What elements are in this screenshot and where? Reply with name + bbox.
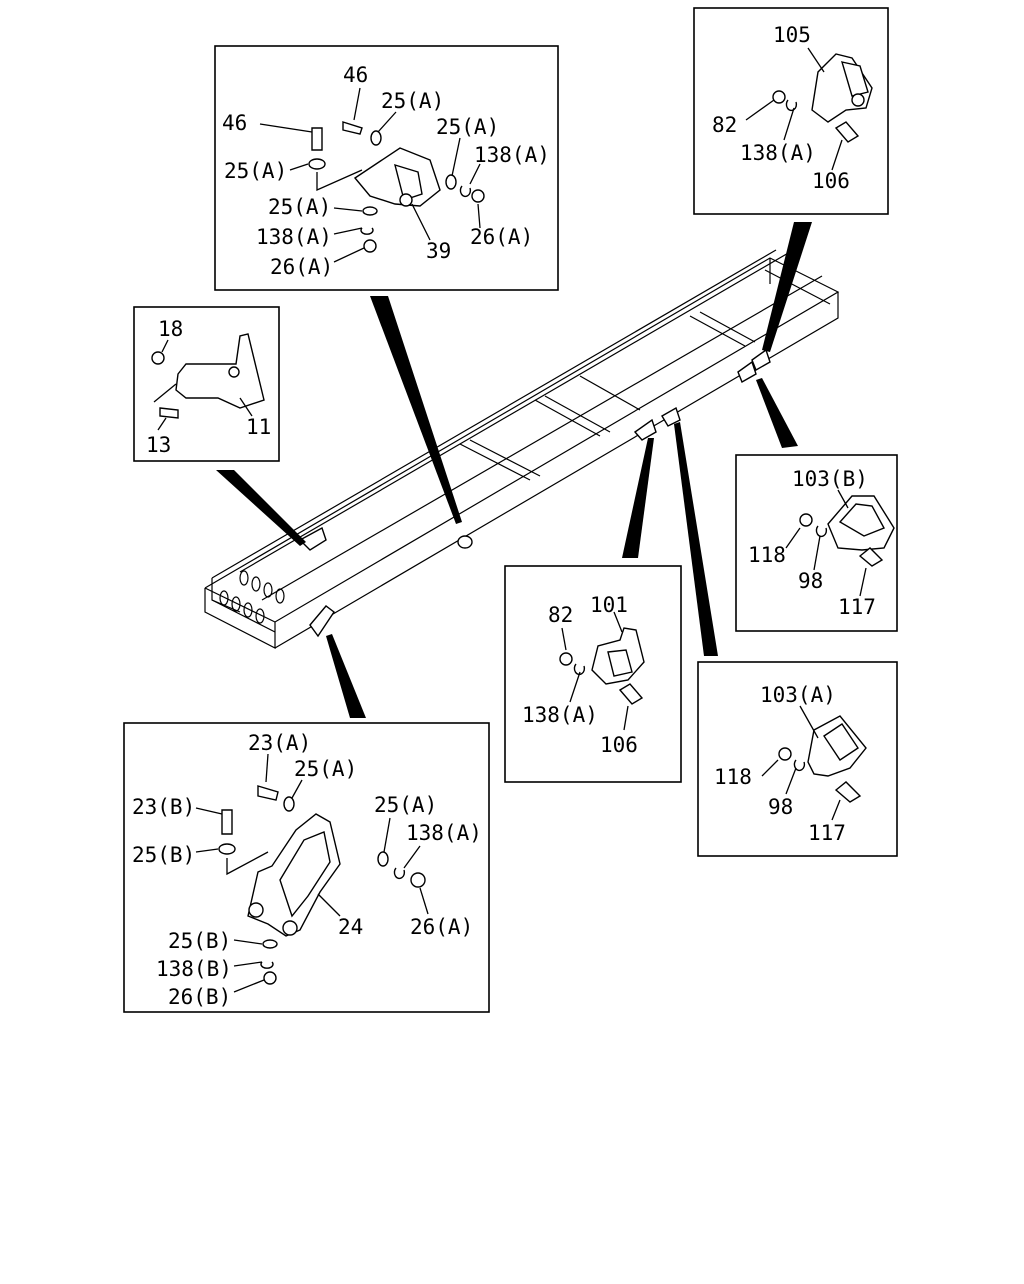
callout-98-lower: 98 [768,795,793,819]
callout-103a: 103(A) [760,683,836,707]
callout-138a-mid: 138(A) [522,703,598,727]
callout-82-mid: 82 [548,603,573,627]
callout-13: 13 [146,433,171,457]
callout-24: 24 [338,915,363,939]
callout-25a-lower-2: 25(A) [374,793,437,817]
callout-138a-lower: 138(A) [406,821,482,845]
callout-138a-1: 138(A) [474,143,550,167]
callout-138b: 138(B) [156,957,232,981]
callout-118-upper: 118 [748,543,786,567]
panel-bracket-103a: 103(A) 118 98 117 [697,661,898,857]
callout-106-mid: 106 [600,733,638,757]
callout-11: 11 [246,415,271,439]
callout-25a-3: 25(A) [224,159,287,183]
callout-39: 39 [426,239,451,263]
callout-46-top: 46 [343,63,368,87]
callout-26a-1: 26(A) [470,225,533,249]
callout-105: 105 [773,23,811,47]
chassis-frame [204,249,840,649]
callout-138a-upper: 138(A) [740,141,816,165]
callout-138a-2: 138(A) [256,225,332,249]
callout-26b: 26(B) [168,985,231,1009]
callout-25a-1: 25(A) [381,89,444,113]
leader-wedges [216,222,812,718]
callout-118-lower: 118 [714,765,752,789]
callout-25a-4: 25(A) [268,195,331,219]
callout-25a-lower-1: 25(A) [294,757,357,781]
callout-18: 18 [158,317,183,341]
callout-25b-2: 25(B) [168,929,231,953]
panel-bracket-39: 46 46 25(A) 25(A) 25(A) 138(A) 25(A) 26(… [214,45,559,291]
panel-bracket-24: 23(A) 25(A) 23(B) 25(A) 138(A) 25(B) 24 … [123,722,490,1013]
panel-bracket-105: 105 82 138(A) 106 [693,7,889,215]
callout-23b: 23(B) [132,795,195,819]
callout-25a-2: 25(A) [436,115,499,139]
callout-106-upper: 106 [812,169,850,193]
callout-25b-1: 25(B) [132,843,195,867]
callout-46-left: 46 [222,111,247,135]
panel-bracket-11: 18 13 11 [133,306,280,462]
callout-117-lower: 117 [808,821,846,845]
callout-23a: 23(A) [248,731,311,755]
callout-26a-2: 26(A) [270,255,333,279]
callout-101: 101 [590,593,628,617]
callout-117-upper: 117 [838,595,876,619]
callout-103b: 103(B) [792,467,868,491]
panel-bracket-103b: 103(B) 118 98 117 [735,454,898,632]
callout-98-upper: 98 [798,569,823,593]
callout-26a-lower: 26(A) [410,915,473,939]
panel-bracket-101: 82 101 138(A) 106 [504,565,682,783]
callout-82-upper: 82 [712,113,737,137]
